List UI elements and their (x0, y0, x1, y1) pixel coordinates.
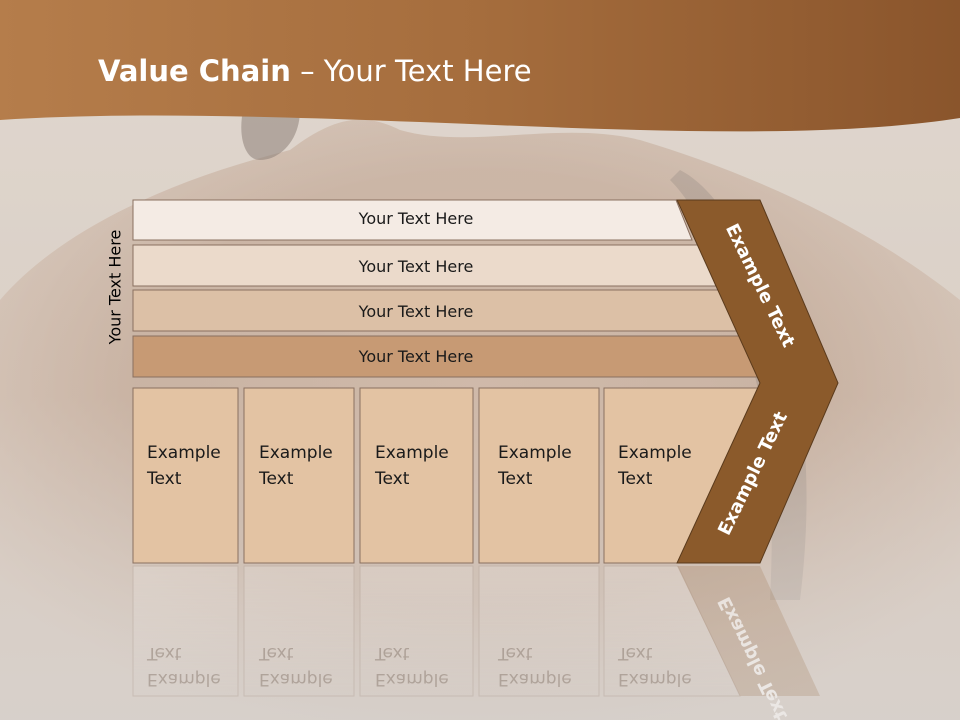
reflection-text-2: Example (259, 669, 333, 689)
support-row-2-label: Your Text Here (358, 257, 474, 276)
primary-cell-2 (243, 387, 355, 564)
primary-cell-4-line1: Example (498, 443, 572, 463)
primary-cell-3-line1: Example (375, 443, 449, 463)
primary-cell-1-line2: Text (146, 469, 182, 489)
support-rows: Your Text Here Your Text Here Your Text … (132, 199, 764, 378)
reflection-text-3b: Text (374, 643, 410, 663)
reflection-cell-4 (478, 565, 600, 697)
primary-cell-3-line2: Text (374, 469, 410, 489)
reflection-text-2b: Text (258, 643, 294, 663)
reflection: Example Text Example Text Example Text E… (132, 565, 820, 720)
reflection-text-5b: Text (617, 643, 653, 663)
support-row-1-label: Your Text Here (358, 209, 474, 228)
chevron-shape (676, 199, 839, 564)
primary-cell-3 (359, 387, 474, 564)
reflection-cell-2 (243, 565, 355, 697)
reflection-chevron (677, 566, 820, 696)
support-row-3-label: Your Text Here (358, 302, 474, 321)
primary-cell-5-line1: Example (618, 443, 692, 463)
support-row-4-label: Your Text Here (358, 347, 474, 366)
title-rest: – Your Text Here (290, 54, 532, 88)
primary-cell-1-line1: Example (147, 443, 221, 463)
reflection-text-1: Example (147, 669, 221, 689)
page-title: Value Chain – Your Text Here (98, 54, 532, 88)
reflection-text-1b: Text (146, 643, 182, 663)
reflection-text-5: Example (618, 669, 692, 689)
primary-cell-1 (132, 387, 239, 564)
reflection-cell-1 (132, 565, 239, 697)
header-band (0, 0, 960, 132)
primary-cell-2-line1: Example (259, 443, 333, 463)
reflection-cell-3 (359, 565, 474, 697)
primary-cells: Example Text Example Text Example Text E… (132, 387, 762, 564)
support-row-1 (132, 199, 693, 241)
primary-cell-2-line2: Text (258, 469, 294, 489)
title-bold: Value Chain (98, 54, 291, 88)
primary-cell-4-line2: Text (497, 469, 533, 489)
primary-cell-4 (478, 387, 600, 564)
reflection-text-4b: Text (497, 643, 533, 663)
reflection-text-4: Example (498, 669, 572, 689)
reflection-cell-5 (603, 565, 741, 697)
reflection-text-3: Example (375, 669, 449, 689)
primary-cell-5-line2: Text (617, 469, 653, 489)
